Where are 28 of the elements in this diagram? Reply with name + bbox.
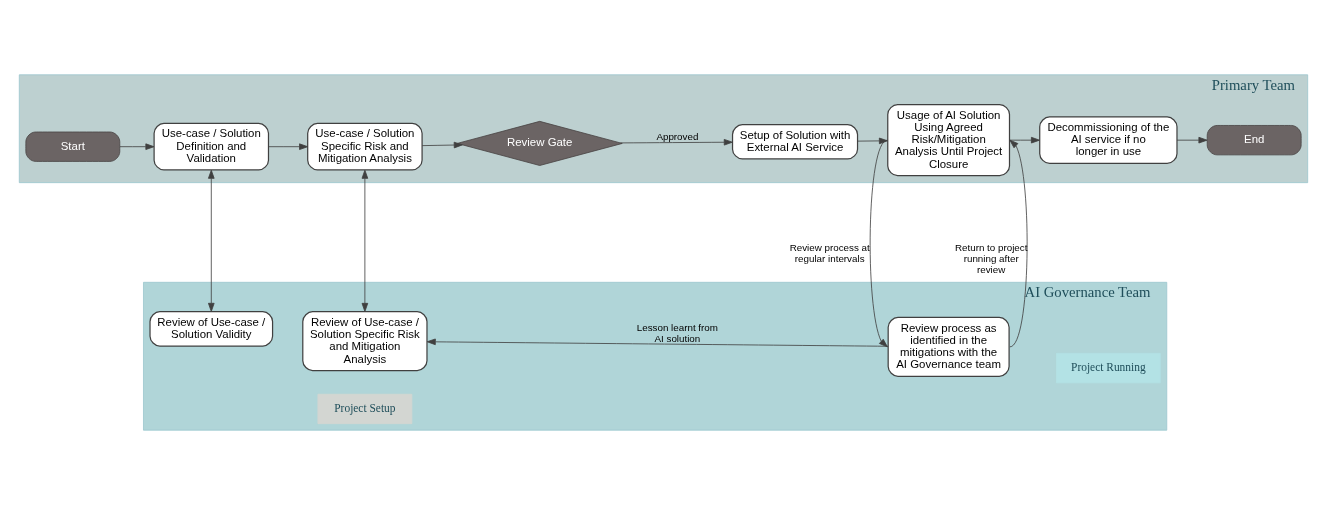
node-box: Project Setup [317,393,413,425]
arrow [1009,136,1040,144]
node-box: End [1206,125,1302,156]
arrow [119,143,155,150]
arrow [1176,136,1208,144]
arrow [361,169,369,312]
arrow [421,141,463,149]
node-box: Review process as identified in the mitigations with the AI Governance team [887,316,1010,377]
arrow [268,143,309,150]
edge-label: Review process at regular intervals [789,242,870,264]
node-box: Start [25,131,121,162]
arrow [857,137,888,145]
arrow [208,169,215,312]
edge-label: Return to project running after review [954,242,1028,275]
node-box: Decommissioning of the AI service if no longer in use [1039,116,1178,165]
node-box: Setup of Solution with External AI Service [731,124,859,160]
arrow [426,338,889,347]
edge-label: Lesson learnt from AI solution [636,322,718,344]
node-diamond: Review Gate [456,120,623,166]
arrow [869,139,888,348]
node-box: Review of Use-case / Solution Specific Risk and Mitigation Analysis [302,311,428,372]
node-box: Use-case / Solution Definition and Validation [153,122,270,171]
edge-label: Approved [656,130,699,142]
arrow [1009,139,1028,348]
node-box: Use-case / Solution Specific Risk and Mitigation Analysis [307,122,423,171]
arrow [620,139,733,146]
node-box: Usage of AI Solution Using Agreed Risk/Mitigation Analysis Until Project Closure [887,104,1011,177]
node-box: Review of Use-case / Solution Validity [149,311,274,347]
